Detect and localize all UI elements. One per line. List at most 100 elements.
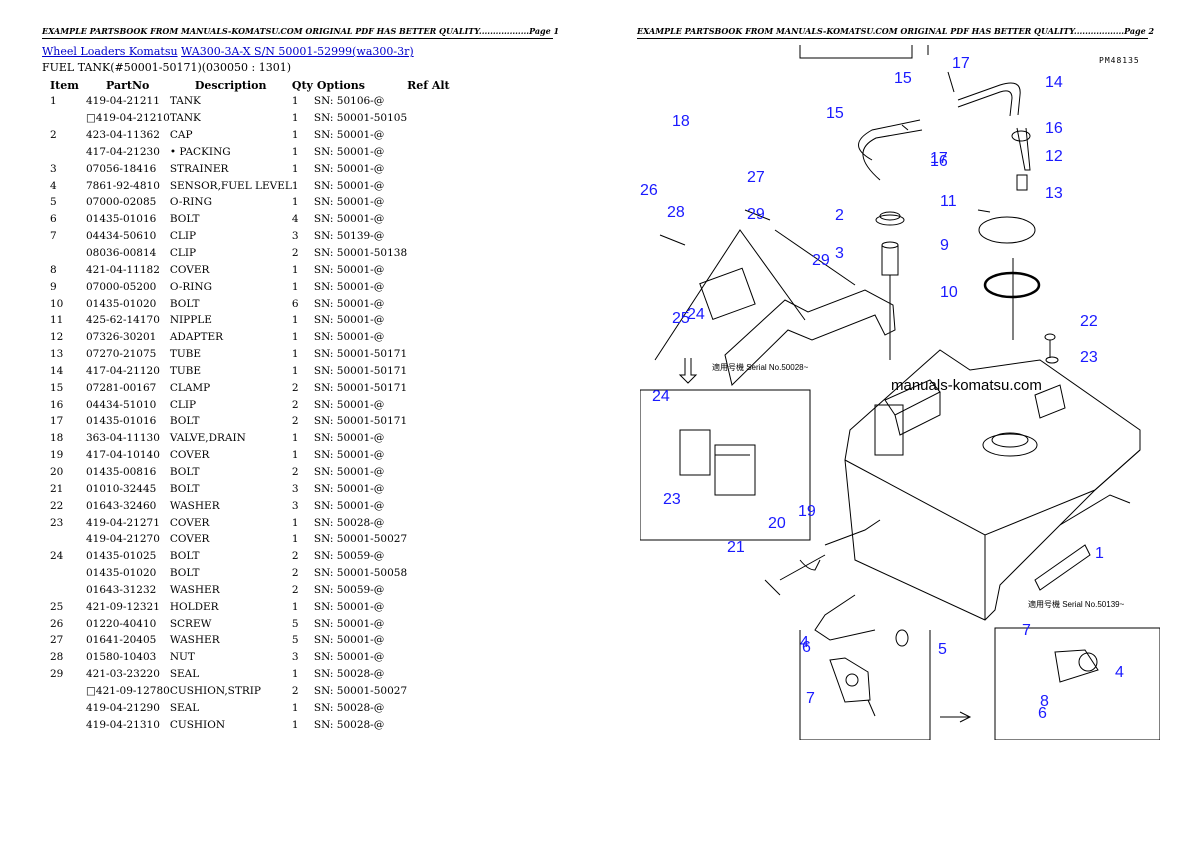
ref-alt-cell (407, 447, 467, 464)
quantity-cell: 2 (291, 247, 299, 260)
quantity-cell: 1 (291, 314, 299, 327)
description-cell: COVER (169, 263, 210, 276)
ref-alt-cell (407, 548, 467, 565)
ref-alt-cell (407, 430, 467, 447)
ref-alt-cell (407, 531, 467, 548)
options-cell: SN: 50001-50138 (313, 247, 408, 260)
ref-alt-cell (407, 127, 467, 144)
quantity-cell: 1 (291, 179, 299, 192)
callout-label: 7 (1022, 622, 1031, 639)
options-cell: SN: 50028-@ (313, 516, 385, 529)
breadcrumb-link-model[interactable]: WA300-3A-X S/N 50001-52999(wa300-3r) (181, 45, 414, 58)
part-number-cell: 417-04-21120 (86, 364, 160, 377)
description-cell: SEAL (169, 701, 200, 714)
options-cell: SN: 50001-@ (313, 432, 385, 445)
callout-label: 17 (930, 150, 948, 167)
options-cell: SN: 50001-@ (313, 162, 385, 175)
description-cell: BOLT (169, 415, 200, 428)
options-cell: SN: 50001-@ (313, 600, 385, 613)
item-number-cell: 15 (50, 381, 64, 394)
options-cell: SN: 50001-@ (313, 314, 385, 327)
options-cell: SN: 50001-@ (313, 196, 385, 209)
item-number-cell: 16 (50, 398, 64, 411)
item-number-cell: 8 (50, 263, 57, 276)
callout-label: 21 (727, 539, 745, 556)
ref-alt-cell (407, 581, 467, 598)
quantity-cell: 3 (291, 651, 299, 664)
callout-label: 28 (667, 204, 685, 221)
item-number-cell: 19 (50, 449, 64, 462)
item-number-cell: 27 (50, 634, 64, 647)
ref-alt-cell (407, 160, 467, 177)
callout-label: 5 (938, 641, 947, 658)
callout-label: 4 (1115, 664, 1124, 681)
ref-alt-cell (407, 144, 467, 161)
ref-alt-cell (407, 413, 467, 430)
quantity-cell: 1 (291, 516, 299, 529)
item-number-cell (42, 531, 86, 548)
quantity-cell: 5 (291, 634, 299, 647)
part-number-cell: □421-09-12780 (86, 684, 170, 697)
part-number-cell: 419-04-21310 (86, 718, 160, 731)
ref-alt-cell (407, 363, 467, 380)
ref-alt-cell (407, 110, 467, 127)
part-number-cell: 01010-32445 (86, 482, 157, 495)
quantity-cell: 1 (291, 331, 299, 344)
options-cell: SN: 50059-@ (313, 583, 385, 596)
options-cell: SN: 50001-@ (313, 449, 385, 462)
part-number-cell: 419-04-21211 (86, 95, 160, 108)
options-cell: SN: 50001-@ (313, 465, 385, 478)
callout-label: 16 (1045, 120, 1063, 137)
options-cell: SN: 50001-50058 (313, 567, 408, 580)
page-1: EXAMPLE PARTSBOOK FROM MANUALS-KOMATSU.C… (42, 26, 559, 733)
ref-alt-cell (407, 228, 467, 245)
description-cell: O-RING (169, 196, 212, 209)
part-number-cell: 417-04-10140 (86, 449, 160, 462)
ref-alt-cell (407, 514, 467, 531)
callout-label: 22 (1080, 313, 1098, 330)
options-cell: SN: 50001-50171 (313, 415, 408, 428)
ref-alt-cell (407, 480, 467, 497)
part-number-cell: 07270-21075 (86, 348, 157, 361)
breadcrumb-link-wheel-loaders[interactable]: Wheel Loaders Komatsu (42, 45, 178, 58)
part-number-cell: 421-09-12321 (86, 600, 160, 613)
options-cell: SN: 50001-@ (313, 634, 385, 647)
quantity-cell: 2 (291, 583, 299, 596)
part-number-cell: 01435-01025 (86, 550, 157, 563)
quantity-cell: 2 (291, 550, 299, 563)
callout-label: 24 (687, 306, 705, 323)
callout-label: 25 (672, 310, 690, 327)
options-cell: SN: 50001-@ (313, 280, 385, 293)
description-cell: COVER (169, 449, 210, 462)
quantity-cell: 5 (291, 617, 299, 630)
ref-alt-cell (407, 396, 467, 413)
quantity-cell: 1 (291, 668, 299, 681)
description-cell: SENSOR,FUEL LEVEL (169, 179, 292, 192)
options-cell: SN: 50106-@ (313, 95, 385, 108)
description-cell: TANK (169, 112, 201, 125)
options-cell: SN: 50001-50171 (313, 381, 408, 394)
part-number-cell: 04434-50610 (86, 230, 157, 243)
options-cell: SN: 50001-@ (313, 263, 385, 276)
description-cell: ADAPTER (169, 331, 224, 344)
quantity-cell: 1 (291, 263, 299, 276)
item-number-cell: 12 (50, 331, 64, 344)
part-number-cell: 363-04-11130 (86, 432, 160, 445)
ref-alt-cell (407, 649, 467, 666)
part-number-cell: 419-04-21271 (86, 516, 160, 529)
description-cell: HOLDER (169, 600, 219, 613)
callout-label: 15 (826, 105, 844, 122)
quantity-cell: 2 (291, 398, 299, 411)
description-cell: CUSHION (169, 718, 226, 731)
